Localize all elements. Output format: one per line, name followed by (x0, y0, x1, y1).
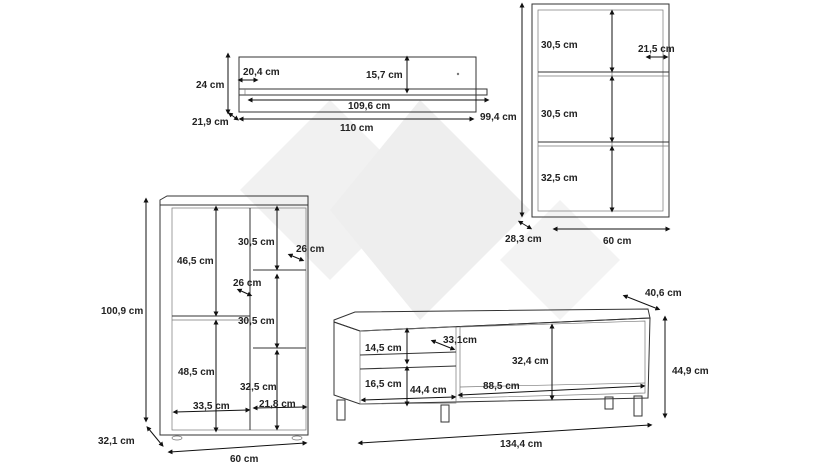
wall-cabinet-shelf-2-label: 30,5 cm (541, 109, 578, 120)
wall-cabinet-depth-label: 28,3 cm (505, 234, 542, 245)
wall-shelf-height-label: 24 cm (196, 80, 224, 91)
tv-unit-right-width-label: 88,5 cm (483, 381, 520, 392)
bookcase-right-top-label: 30,5 cm (238, 237, 275, 248)
tv-unit-height-label: 44,9 cm (672, 366, 709, 377)
wall-cabinet-inner-depth-label: 21,5 cm (638, 44, 675, 55)
wall-shelf: 24 cm 20,4 cm 15,7 cm 109,6 cm 21,9 cm 1… (192, 52, 490, 134)
wall-shelf-shelf-width-label: 109,6 cm (348, 101, 390, 112)
bookcase-depth-label: 32,1 cm (98, 436, 135, 447)
bookcase: 100,9 cm 46,5 cm 30,5 cm 26 cm 26 cm 30,… (98, 195, 324, 464)
tv-unit-main-height-label: 32,4 cm (512, 356, 549, 367)
wall-cabinet-width-label: 60 cm (603, 236, 631, 247)
bookcase-width-label: 60 cm (230, 454, 258, 464)
wall-shelf-depth-label: 21,9 cm (192, 117, 229, 128)
bookcase-left-width-label: 33,5 cm (193, 401, 230, 412)
tv-unit-lower-compartment-label: 16,5 cm (365, 379, 402, 390)
wall-shelf-inner-offset-label: 20,4 cm (243, 67, 280, 78)
bookcase-left-top-label: 46,5 cm (177, 256, 214, 267)
bookcase-left-bottom-label: 48,5 cm (178, 367, 215, 378)
bookcase-right-depth-label: 26 cm (296, 244, 324, 255)
tv-unit: 40,6 cm 14,5 cm 33,1cm 32,4 cm 16,5 cm 4… (333, 288, 709, 450)
bookcase-right-middle-label: 30,5 cm (238, 316, 275, 327)
bookcase-left-depth-label: 26 cm (233, 278, 261, 289)
tv-unit-width-label: 134,4 cm (500, 439, 542, 450)
watermark-logo (240, 100, 620, 320)
wall-cabinet: 99,4 cm 30,5 cm 21,5 cm 30,5 cm 32,5 cm … (480, 2, 675, 247)
wall-cabinet-shelf-1-label: 30,5 cm (541, 40, 578, 51)
bookcase-height-label: 100,9 cm (101, 306, 143, 317)
tv-unit-depth-label: 40,6 cm (645, 288, 682, 299)
tv-unit-left-width-label: 44,4 cm (410, 385, 447, 396)
wall-shelf-back-height-label: 15,7 cm (366, 70, 403, 81)
wall-shelf-width-label: 110 cm (340, 123, 373, 134)
tv-unit-upper-compartment-label: 14,5 cm (365, 343, 402, 354)
bookcase-right-bottom-label: 32,5 cm (240, 382, 277, 393)
wall-cabinet-shelf-3-label: 32,5 cm (541, 173, 578, 184)
tv-unit-inner-depth-label: 33,1cm (443, 335, 477, 346)
bookcase-right-width-label: 21,8 cm (259, 399, 296, 410)
wall-cabinet-height-label: 99,4 cm (480, 112, 517, 123)
